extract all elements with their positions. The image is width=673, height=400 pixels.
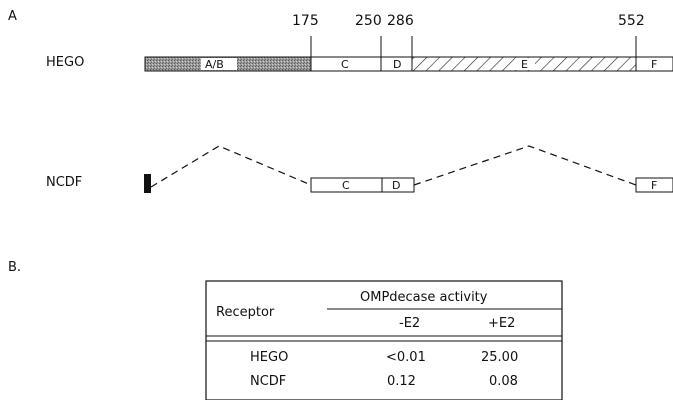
- ncdf-domain-f: [635, 177, 673, 193]
- ncdf-leader-block: [144, 174, 151, 193]
- hego-protein-bar: [144, 56, 673, 72]
- column-header-minus-e2: -E2: [399, 316, 420, 331]
- position-label-175: 175: [292, 13, 319, 29]
- ncdf-domain-d-label: D: [392, 179, 400, 192]
- hego-domain-e-label: E: [521, 58, 528, 71]
- hego-label: HEGO: [46, 55, 84, 70]
- ncdf-domain-d: [381, 177, 415, 193]
- ncdf-domain-f-label: F: [651, 179, 657, 192]
- row-ncdf-minus-e2: 0.12: [387, 374, 416, 389]
- ncdf-splice-line-1: [150, 145, 312, 188]
- position-label-552: 552: [618, 13, 645, 29]
- hego-domain-ab-label-bg: [201, 58, 237, 70]
- position-label-250: 250: [355, 13, 382, 29]
- panel-b-label: B.: [8, 260, 21, 275]
- hego-domain-f-label: F: [651, 58, 657, 71]
- row-ncdf-plus-e2: 0.08: [489, 374, 518, 389]
- column-group-header: OMPdecase activity: [360, 290, 488, 305]
- row-hego-plus-e2: 25.00: [481, 350, 518, 365]
- panel-a-label: A: [8, 9, 17, 24]
- position-label-286: 286: [387, 13, 414, 29]
- ncdf-label: NCDF: [46, 175, 82, 190]
- column-header-receptor: Receptor: [216, 305, 275, 320]
- hego-domain-c-label: C: [341, 58, 349, 71]
- row-receptor-hego: HEGO: [250, 350, 288, 365]
- row-hego-minus-e2: <0.01: [386, 350, 426, 365]
- ncdf-domain-c-label: C: [342, 179, 350, 192]
- ncdf-splice-line-2: [413, 145, 637, 186]
- activity-table: [205, 280, 563, 400]
- column-header-plus-e2: +E2: [488, 316, 515, 331]
- hego-domain-ab-label: A/B: [205, 58, 224, 71]
- hego-domain-f: [635, 56, 673, 72]
- hego-domain-d-label: D: [393, 58, 401, 71]
- row-receptor-ncdf: NCDF: [250, 374, 286, 389]
- hego-domain-e-label-bg: [515, 58, 535, 70]
